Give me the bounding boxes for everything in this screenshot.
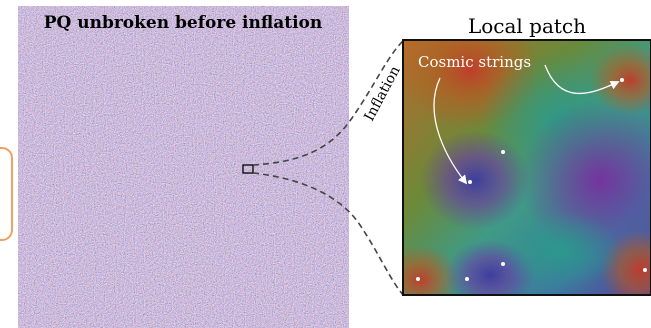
zoom-line-top — [252, 39, 405, 166]
noise-panel — [18, 6, 349, 328]
patch-title: Local patch — [468, 14, 586, 38]
orange-highlight-box — [0, 147, 13, 241]
annotation-arrow-left — [433, 77, 468, 185]
local-patch — [403, 40, 651, 295]
annotation-arrow-right — [544, 64, 620, 95]
zoom-line-bottom — [252, 172, 405, 297]
noise-panel-title: PQ unbroken before inflation — [44, 13, 323, 33]
zoom-source-box — [242, 164, 254, 174]
cosmic-strings-label: Cosmic strings — [418, 53, 531, 71]
patch-frame — [402, 39, 651, 296]
string-cores — [416, 78, 647, 281]
